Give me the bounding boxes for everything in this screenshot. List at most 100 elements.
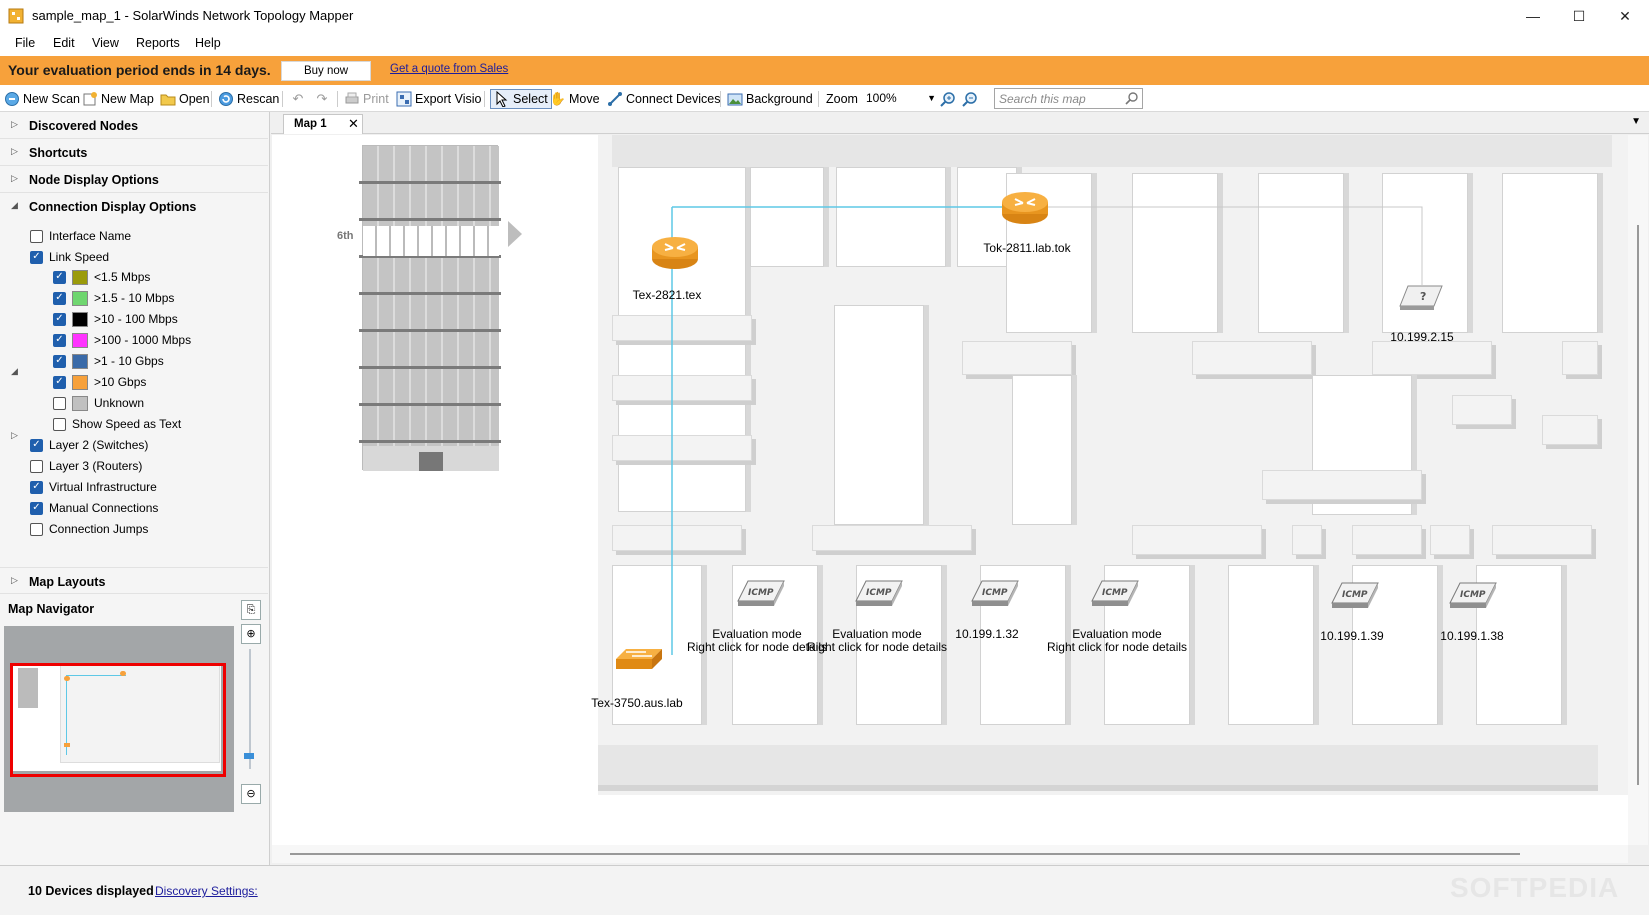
checkbox[interactable] — [53, 417, 66, 431]
export-visio-button[interactable]: Export Visio — [396, 89, 481, 109]
checkbox-checked[interactable]: ✓ — [30, 480, 43, 494]
router-icon[interactable] — [650, 235, 700, 271]
navigator-zoom-slider[interactable] — [244, 753, 254, 759]
option-layer3[interactable]: Layer 3 (Routers) — [30, 456, 142, 476]
minimize-button[interactable]: — — [1526, 8, 1540, 24]
icmp-device-icon[interactable]: ICMP — [1088, 577, 1140, 611]
node-label-eval3-line2[interactable]: Right click for node details — [1046, 640, 1188, 654]
node-label-tex2821[interactable]: Tex-2821.tex — [632, 288, 702, 302]
node-label-eval3-line1[interactable]: Evaluation mode — [1072, 627, 1162, 641]
icmp-device-icon[interactable]: ICMP — [1446, 579, 1498, 613]
icmp-device-icon[interactable]: ICMP — [1328, 579, 1380, 613]
zoom-in-button[interactable] — [940, 89, 959, 109]
quote-link[interactable]: Get a quote from Sales — [390, 63, 509, 75]
option-link-speed[interactable]: ✓ Link Speed — [30, 247, 109, 267]
horizontal-scrollbar[interactable] — [272, 845, 1628, 863]
navigator-zoom-in-icon[interactable]: ⊕ — [241, 624, 261, 644]
option-speed[interactable]: ✓>1.5 - 10 Mbps — [53, 288, 174, 308]
discovery-settings-link[interactable]: Discovery Settings: — [155, 884, 258, 898]
navigator-frame[interactable] — [10, 663, 226, 777]
icmp-device-icon[interactable]: ICMP — [734, 577, 786, 611]
vertical-scrollbar[interactable] — [1628, 135, 1648, 845]
node-label-ip-2-15[interactable]: 10.199.2.15 — [1390, 330, 1454, 344]
option-speed[interactable]: ✓>10 - 100 Mbps — [53, 309, 178, 329]
search-input[interactable]: Search this map — [994, 88, 1143, 109]
option-speed[interactable]: Unknown — [53, 393, 144, 413]
collapse-arrow-icon[interactable]: ◢ — [11, 366, 18, 376]
undo-button[interactable]: ↶ — [290, 89, 309, 109]
checkbox[interactable] — [53, 396, 66, 410]
icmp-device-icon[interactable]: ICMP — [852, 577, 904, 611]
section-connection-display-options[interactable]: ◢ Connection Display Options — [0, 193, 268, 220]
checkbox-checked[interactable]: ✓ — [53, 291, 66, 305]
move-tool-button[interactable]: ✋ Move — [550, 89, 600, 109]
print-button[interactable]: Print — [344, 89, 389, 109]
close-tab-icon[interactable]: ✕ — [348, 116, 359, 131]
navigator-export-button[interactable]: ⎘ — [241, 600, 261, 620]
option-manual-connections[interactable]: ✓ Manual Connections — [30, 498, 158, 518]
scroll-thumb[interactable] — [290, 853, 1520, 855]
checkbox-checked[interactable]: ✓ — [30, 501, 43, 515]
zoom-dropdown[interactable]: 100% ▼ — [862, 89, 938, 109]
option-layer2[interactable]: ✓ Layer 2 (Switches) — [30, 435, 148, 455]
option-interface-name[interactable]: Interface Name — [30, 226, 131, 246]
zoom-out-button[interactable] — [962, 89, 981, 109]
node-label-eval1-line2[interactable]: Right click for node details — [686, 640, 828, 654]
checkbox-checked[interactable]: ✓ — [53, 354, 66, 368]
option-show-speed-text[interactable]: Show Speed as Text — [53, 414, 181, 434]
checkbox[interactable] — [30, 459, 43, 473]
menu-edit[interactable]: Edit — [53, 36, 75, 50]
redo-button[interactable]: ↷ — [314, 89, 333, 109]
option-speed[interactable]: ✓>10 Gbps — [53, 372, 146, 392]
option-virtual-infrastructure[interactable]: ✓ Virtual Infrastructure — [30, 477, 157, 497]
menu-reports[interactable]: Reports — [136, 36, 180, 50]
scroll-thumb[interactable] — [1637, 225, 1639, 785]
menu-help[interactable]: Help — [195, 36, 221, 50]
checkbox-checked[interactable]: ✓ — [53, 270, 66, 284]
buy-now-button[interactable]: Buy now — [281, 61, 371, 81]
node-label-tex3750[interactable]: Tex-3750.aus.lab — [591, 696, 683, 710]
section-node-display-options[interactable]: ▷ Node Display Options — [0, 166, 268, 193]
option-speed[interactable]: ✓>100 - 1000 Mbps — [53, 330, 191, 350]
node-label-eval1-line1[interactable]: Evaluation mode — [712, 627, 802, 641]
node-label-tok2811[interactable]: Tok-2811.lab.tok — [983, 241, 1071, 255]
tab-list-dropdown-icon[interactable]: ▼ — [1631, 116, 1641, 127]
node-label-eval2-line1[interactable]: Evaluation mode — [832, 627, 922, 641]
option-connection-jumps[interactable]: Connection Jumps — [30, 519, 148, 539]
search-icon[interactable] — [1125, 91, 1139, 108]
map-canvas[interactable]: 6th Te — [272, 135, 1628, 845]
navigator-viewport[interactable] — [4, 626, 234, 812]
new-map-button[interactable]: New Map — [82, 89, 154, 109]
menu-view[interactable]: View — [92, 36, 119, 50]
new-scan-button[interactable]: New Scan — [4, 89, 80, 109]
option-speed[interactable]: ✓<1.5 Mbps — [53, 267, 150, 287]
checkbox-checked[interactable]: ✓ — [30, 438, 43, 452]
node-label-ip-1-39[interactable]: 10.199.1.39 — [1320, 629, 1384, 643]
checkbox-checked[interactable]: ✓ — [53, 312, 66, 326]
checkbox-checked[interactable]: ✓ — [53, 333, 66, 347]
navigator-zoom-out-icon[interactable]: ⊖ — [241, 784, 261, 804]
expand-arrow-icon[interactable]: ▷ — [11, 430, 18, 440]
select-tool-button[interactable]: Select — [490, 89, 552, 109]
section-shortcuts[interactable]: ▷ Shortcuts — [0, 139, 268, 166]
checkbox-checked[interactable]: ✓ — [53, 375, 66, 389]
section-discovered-nodes[interactable]: ▷ Discovered Nodes — [0, 112, 268, 139]
maximize-button[interactable]: ☐ — [1572, 7, 1586, 24]
router-icon[interactable] — [1000, 190, 1050, 226]
menu-file[interactable]: File — [15, 36, 36, 50]
open-button[interactable]: Open — [160, 89, 210, 109]
checkbox-checked[interactable]: ✓ — [30, 250, 43, 264]
node-label-ip-1-38[interactable]: 10.199.1.38 — [1440, 629, 1504, 643]
tab-map-1[interactable]: Map 1 ✕ — [283, 114, 363, 134]
rescan-button[interactable]: Rescan — [218, 89, 279, 109]
close-button[interactable]: ✕ — [1619, 7, 1631, 24]
connect-devices-button[interactable]: Connect Devices — [607, 89, 721, 109]
checkbox[interactable] — [30, 522, 43, 536]
node-label-ip-1-32[interactable]: 10.199.1.32 — [955, 627, 1019, 641]
icmp-device-icon[interactable]: ICMP — [968, 577, 1020, 611]
unknown-device-icon[interactable]: ? — [1394, 280, 1446, 314]
checkbox[interactable] — [30, 229, 43, 243]
option-speed[interactable]: ✓>1 - 10 Gbps — [53, 351, 164, 371]
switch-icon[interactable] — [612, 643, 664, 677]
background-button[interactable]: Background — [727, 89, 813, 109]
